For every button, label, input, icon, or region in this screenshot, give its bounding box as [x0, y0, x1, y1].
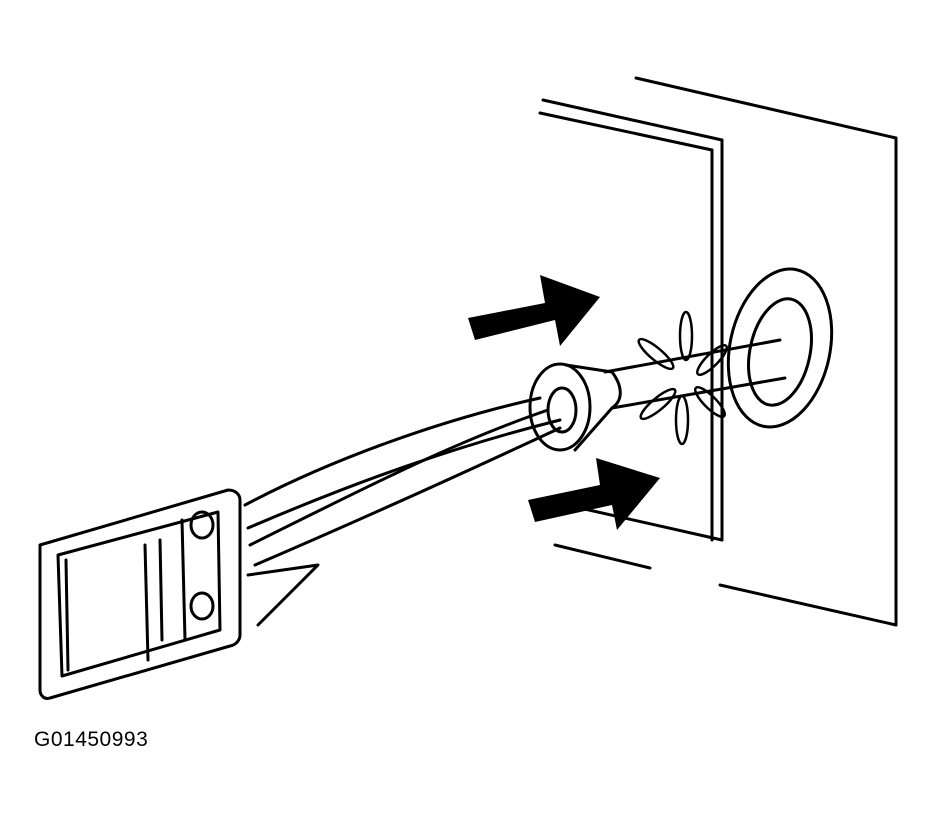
arrow-upper [468, 275, 600, 346]
back-panel [553, 76, 898, 627]
harness-connector [38, 488, 242, 700]
wire-harness [243, 338, 787, 627]
figure-code: G01450993 [34, 728, 149, 751]
arrow-lower [528, 458, 660, 530]
insertion-arrows [468, 275, 660, 530]
front-panel [538, 98, 724, 542]
split-hole-petals [637, 310, 729, 446]
rubber-grommet [528, 362, 622, 452]
